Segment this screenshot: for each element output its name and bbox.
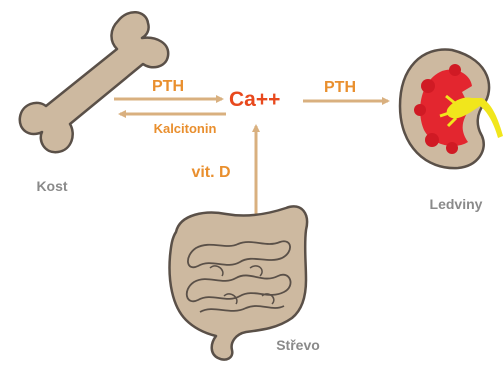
pth-kidney-label: PTH (324, 79, 356, 96)
pth-bone-label: PTH (152, 78, 184, 95)
intestine-label: Střevo (276, 337, 320, 353)
calcium-ion-label: Ca++ (229, 88, 280, 111)
kidney-label: Ledviny (430, 196, 483, 212)
kidney-illustration (400, 50, 503, 169)
bone-illustration (20, 12, 168, 152)
vitamin-d-label: vit. D (191, 164, 230, 181)
kalcitonin-label: Kalcitonin (154, 121, 217, 136)
bone-label: Kost (36, 178, 67, 194)
